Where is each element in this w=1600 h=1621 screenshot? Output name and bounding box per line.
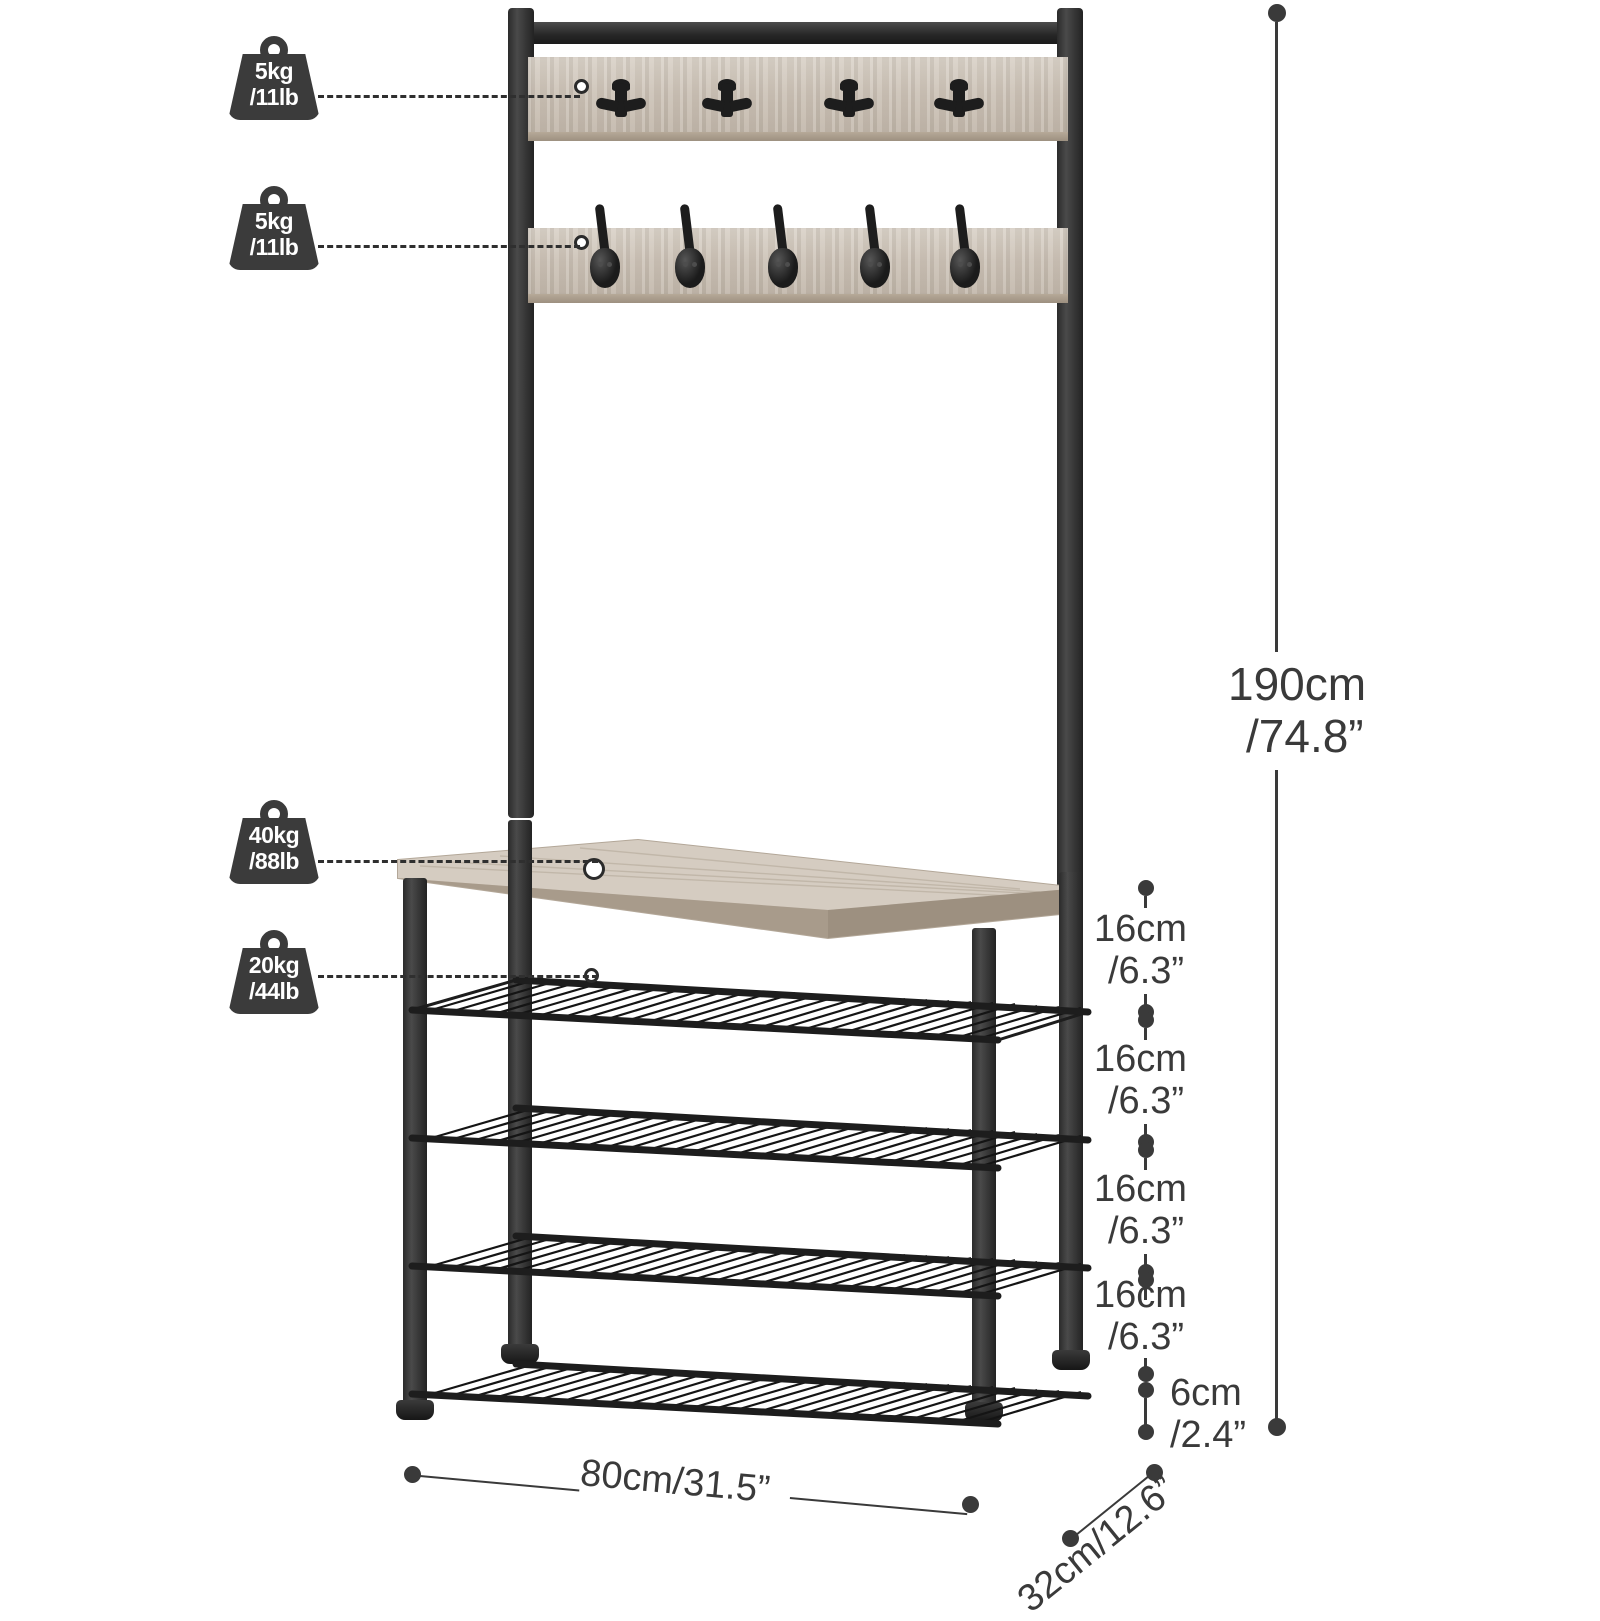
top-frame-bar xyxy=(508,22,1083,44)
coat-hook-single-5 xyxy=(950,203,980,288)
foot-front-left xyxy=(396,1400,434,1420)
gap1-tick-bottom xyxy=(1144,994,1147,1006)
height-dim-line-upper xyxy=(1275,22,1278,652)
floor-clearance-label: 6cm /2.4” xyxy=(1170,1372,1246,1456)
gap2-tick-bottom xyxy=(1144,1124,1147,1136)
upright-post-left xyxy=(508,8,534,818)
shelf-gap-label-1: 16cm /6.3” xyxy=(1094,908,1187,992)
clearance-dot-top xyxy=(1138,1382,1154,1398)
weight-icon-body xyxy=(228,948,320,1014)
capacity-badge-text: 5kg /11lb xyxy=(228,58,320,110)
gap4-dot-bottom xyxy=(1138,1366,1154,1382)
shelf-gap-label-2: 16cm /6.3” xyxy=(1094,1038,1187,1122)
mesh-shelf-2 xyxy=(408,1104,1092,1172)
capacity-lb: /88lb xyxy=(249,848,299,874)
gap-cm: 16cm xyxy=(1094,1168,1187,1210)
bench-top-mount-hole xyxy=(583,858,605,880)
height-inch: /74.8” xyxy=(1246,710,1364,762)
mesh-shelf-1 xyxy=(408,976,1092,1044)
top-plank-mount-hole xyxy=(574,79,589,94)
height-dim-dot-bottom xyxy=(1268,1418,1286,1436)
top-hook-plank-edge xyxy=(528,132,1068,141)
gap-cm: 16cm xyxy=(1094,1038,1187,1080)
capacity-lb: /44lb xyxy=(249,978,299,1004)
total-height-label: 190cm /74.8” xyxy=(1228,658,1366,762)
capacity-badge-bench-top: 40kg /88lb xyxy=(228,800,320,884)
capacity-lb: /11lb xyxy=(249,84,299,110)
weight-icon-body xyxy=(228,204,320,270)
leader-line-top-rail xyxy=(318,95,580,98)
capacity-badge-mesh-shelf: 20kg /44lb xyxy=(228,930,320,1014)
lower-hook-plank-edge xyxy=(528,294,1068,303)
weight-icon-body xyxy=(228,54,320,120)
gap-inch: /6.3” xyxy=(1108,1316,1185,1358)
shelf-gap-label-4: 16cm /6.3” xyxy=(1094,1274,1187,1358)
gap2-tick-top xyxy=(1144,1028,1147,1040)
height-cm: 190cm xyxy=(1228,658,1367,710)
gap4-tick-top xyxy=(1144,1288,1147,1300)
leader-line-bench-top xyxy=(318,860,598,863)
gap3-dot-top xyxy=(1138,1142,1154,1158)
weight-icon-body xyxy=(228,818,320,884)
gap-cm: 16cm xyxy=(1094,908,1187,950)
width-dim-line-left xyxy=(419,1475,580,1492)
capacity-badge-lower-rail: 5kg /11lb xyxy=(228,186,320,270)
coat-hook-single-1 xyxy=(590,203,620,288)
capacity-kg: 40kg xyxy=(248,822,300,848)
clearance-inch: /2.4” xyxy=(1170,1414,1247,1456)
clearance-dot-bottom xyxy=(1138,1424,1154,1440)
upright-post-right xyxy=(1057,8,1083,888)
mesh-shelf-3 xyxy=(408,1232,1092,1300)
capacity-kg: 5kg xyxy=(254,208,294,234)
capacity-kg: 5kg xyxy=(254,58,294,84)
rear-leg-right xyxy=(1059,872,1083,1356)
gap3-tick-top xyxy=(1144,1158,1147,1170)
foot-rear-left xyxy=(501,1344,539,1364)
capacity-kg: 20kg xyxy=(248,952,300,978)
gap-inch: /6.3” xyxy=(1108,1210,1185,1252)
coat-hook-double-3 xyxy=(823,79,875,127)
height-dim-dot-top xyxy=(1268,4,1286,22)
capacity-badge-top-rail: 5kg /11lb xyxy=(228,36,320,120)
coat-hook-single-4 xyxy=(860,203,890,288)
coat-hook-single-3 xyxy=(768,203,798,288)
capacity-badge-text: 20kg /44lb xyxy=(228,952,320,1004)
clearance-line xyxy=(1144,1398,1147,1426)
width-dim-line-right xyxy=(789,1497,968,1516)
depth-value: 32cm/12.6” xyxy=(1010,1468,1185,1621)
gap2-dot-top xyxy=(1138,1012,1154,1028)
foot-rear-right xyxy=(1052,1350,1090,1370)
bench-top-board xyxy=(397,838,1081,940)
shelf-gap-label-3: 16cm /6.3” xyxy=(1094,1168,1187,1252)
width-dim-dot-left xyxy=(404,1466,421,1483)
gap4-tick-bottom xyxy=(1144,1358,1147,1370)
gap1-tick-top xyxy=(1144,896,1147,908)
coat-hook-double-1 xyxy=(595,79,647,127)
leader-line-lower-rail xyxy=(318,245,580,248)
width-dim-dot-right xyxy=(962,1496,979,1513)
depth-label: 32cm/12.6” xyxy=(1010,1468,1185,1621)
coat-hook-single-2 xyxy=(675,203,705,288)
gap3-tick-bottom xyxy=(1144,1254,1147,1266)
coat-hook-double-2 xyxy=(701,79,753,127)
gap4-dot-top xyxy=(1138,1272,1154,1288)
capacity-badge-text: 40kg /88lb xyxy=(228,822,320,874)
mesh-shelf-4 xyxy=(408,1360,1092,1428)
coat-hook-double-4 xyxy=(933,79,985,127)
gap1-dot-top xyxy=(1138,880,1154,896)
clearance-cm: 6cm xyxy=(1170,1372,1242,1414)
depth-dim-dot-far xyxy=(1146,1464,1163,1481)
front-leg-left xyxy=(403,878,427,1408)
leader-line-mesh-shelf xyxy=(318,975,598,978)
gap-inch: /6.3” xyxy=(1108,1080,1185,1122)
gap-inch: /6.3” xyxy=(1108,950,1185,992)
height-dim-line-lower xyxy=(1275,770,1278,1422)
gap-cm: 16cm xyxy=(1094,1274,1187,1316)
capacity-badge-text: 5kg /11lb xyxy=(228,208,320,260)
capacity-lb: /11lb xyxy=(249,234,299,260)
